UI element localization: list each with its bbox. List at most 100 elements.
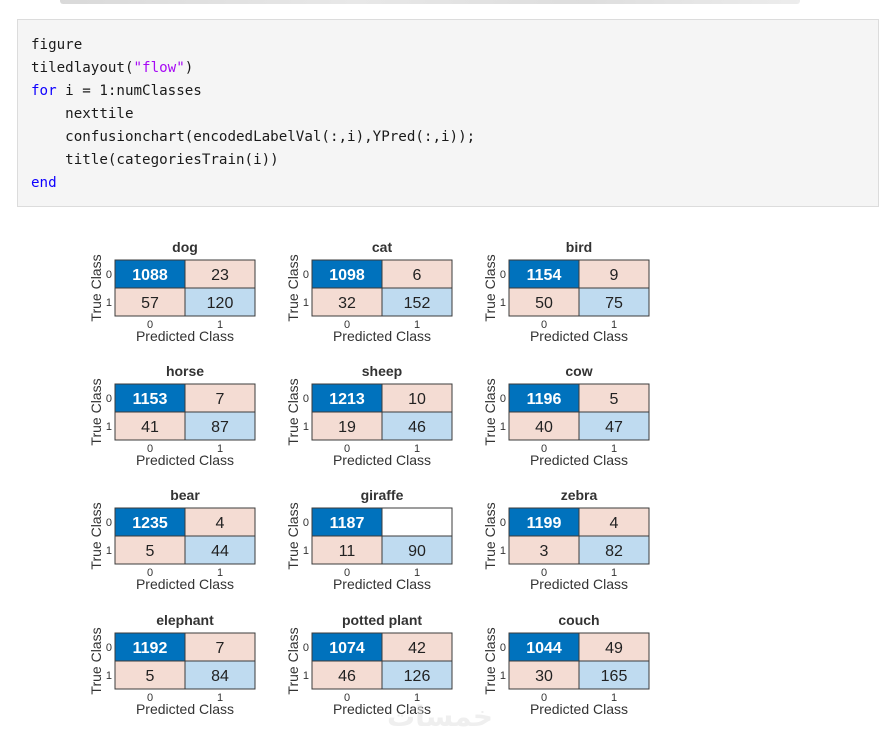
- y-tick-label: 1: [500, 421, 506, 433]
- cell-value: 57: [141, 295, 159, 312]
- matrix-cell: [114, 259, 186, 289]
- x-axis-label: Predicted Class: [530, 452, 628, 468]
- cell-value: 90: [408, 543, 426, 560]
- chart-title: bird: [566, 239, 592, 255]
- y-axis-label: True Class: [88, 627, 104, 694]
- matrix-cell: [381, 259, 453, 289]
- code-string: "flow": [133, 60, 185, 76]
- cell-value: 1213: [329, 391, 365, 408]
- y-tick-label: 1: [500, 670, 506, 682]
- code-line: for i = 1:numClasses: [31, 82, 202, 100]
- x-axis-label: Predicted Class: [333, 576, 431, 592]
- matrix-cell: [184, 287, 256, 317]
- chart-title: bear: [170, 487, 200, 503]
- y-tick-label: 0: [500, 393, 506, 405]
- x-tick-label: 0: [147, 692, 153, 704]
- matrix-cell: [381, 507, 453, 537]
- y-tick-label: 1: [106, 421, 112, 433]
- code-token: nexttile: [31, 106, 134, 122]
- matrix-cell: [508, 507, 580, 537]
- chart-title: cat: [372, 239, 393, 255]
- code-line: tiledlayout("flow"): [31, 59, 193, 77]
- y-tick-label: 0: [303, 269, 309, 281]
- chart-title: giraffe: [361, 487, 404, 503]
- cell-value: 126: [404, 668, 431, 685]
- x-tick-label: 1: [611, 319, 617, 331]
- cell-value: 120: [207, 295, 234, 312]
- cell-value: 82: [605, 543, 623, 560]
- cell-value: 50: [535, 295, 553, 312]
- matrix-cell: [578, 507, 650, 537]
- matrix-cell: [114, 411, 186, 441]
- cell-value: 1154: [527, 267, 562, 284]
- cell-value: 1192: [133, 640, 168, 657]
- cell-value: 6: [413, 267, 422, 284]
- x-axis-label: Predicted Class: [333, 701, 431, 717]
- x-tick-label: 1: [217, 692, 223, 704]
- y-tick-label: 1: [303, 670, 309, 682]
- matrix-cell: [578, 287, 650, 317]
- cell-value: 87: [211, 419, 229, 436]
- x-tick-label: 0: [344, 319, 350, 331]
- y-tick-label: 0: [303, 517, 309, 529]
- x-tick-label: 1: [414, 319, 420, 331]
- cell-value: 11: [339, 543, 356, 560]
- matrix-cell: [508, 660, 580, 690]
- x-tick-label: 0: [147, 319, 153, 331]
- y-axis-label: True Class: [88, 254, 104, 321]
- x-axis-label: Predicted Class: [530, 576, 628, 592]
- chart-title: sheep: [362, 363, 402, 379]
- cell-value: 1199: [527, 515, 562, 532]
- y-axis-label: True Class: [285, 254, 301, 321]
- x-axis-label: Predicted Class: [333, 452, 431, 468]
- matrix-cell: [311, 660, 383, 690]
- code-token: title(categoriesTrain(i)): [31, 152, 279, 168]
- matrix-cell: [381, 383, 453, 413]
- cell-value: 19: [338, 419, 356, 436]
- y-tick-label: 1: [303, 297, 309, 309]
- x-tick-label: 1: [611, 692, 617, 704]
- y-axis-label: True Class: [285, 378, 301, 445]
- cell-value: 84: [211, 668, 229, 685]
- y-axis-label: True Class: [285, 502, 301, 569]
- code-token: i = 1:numClasses: [56, 83, 202, 99]
- matrix-cell: [114, 660, 186, 690]
- matrix-cell: [381, 535, 453, 565]
- cell-value: 1196: [527, 391, 562, 408]
- cell-value: 1098: [329, 267, 365, 284]
- matrix-cell: [114, 632, 186, 662]
- matrix-cell: [381, 287, 453, 317]
- code-keyword: end: [31, 175, 57, 191]
- y-tick-label: 0: [500, 269, 506, 281]
- matrix-cell: [381, 660, 453, 690]
- code-line: end: [31, 174, 57, 192]
- y-tick-label: 0: [106, 517, 112, 529]
- y-tick-label: 0: [106, 642, 112, 654]
- cell-value: 30: [535, 668, 553, 685]
- y-tick-label: 1: [106, 297, 112, 309]
- matrix-cell: [508, 287, 580, 317]
- x-axis-label: Predicted Class: [333, 328, 431, 344]
- chart-title: cow: [565, 363, 592, 379]
- cell-value: 44: [211, 543, 229, 560]
- code-token: ): [184, 60, 194, 76]
- x-tick-label: 1: [414, 443, 420, 455]
- matrix-cell: [184, 535, 256, 565]
- y-tick-label: 0: [303, 393, 309, 405]
- x-tick-label: 0: [541, 319, 547, 331]
- cell-value: 4: [216, 515, 225, 532]
- cell-value: 152: [404, 295, 431, 312]
- code-line: figure: [31, 36, 82, 54]
- y-axis-label: True Class: [482, 254, 498, 321]
- matrix-cell: [184, 411, 256, 441]
- y-tick-label: 0: [500, 642, 506, 654]
- code-token: confusionchart(encodedLabelVal(:,i),YPre…: [31, 129, 476, 145]
